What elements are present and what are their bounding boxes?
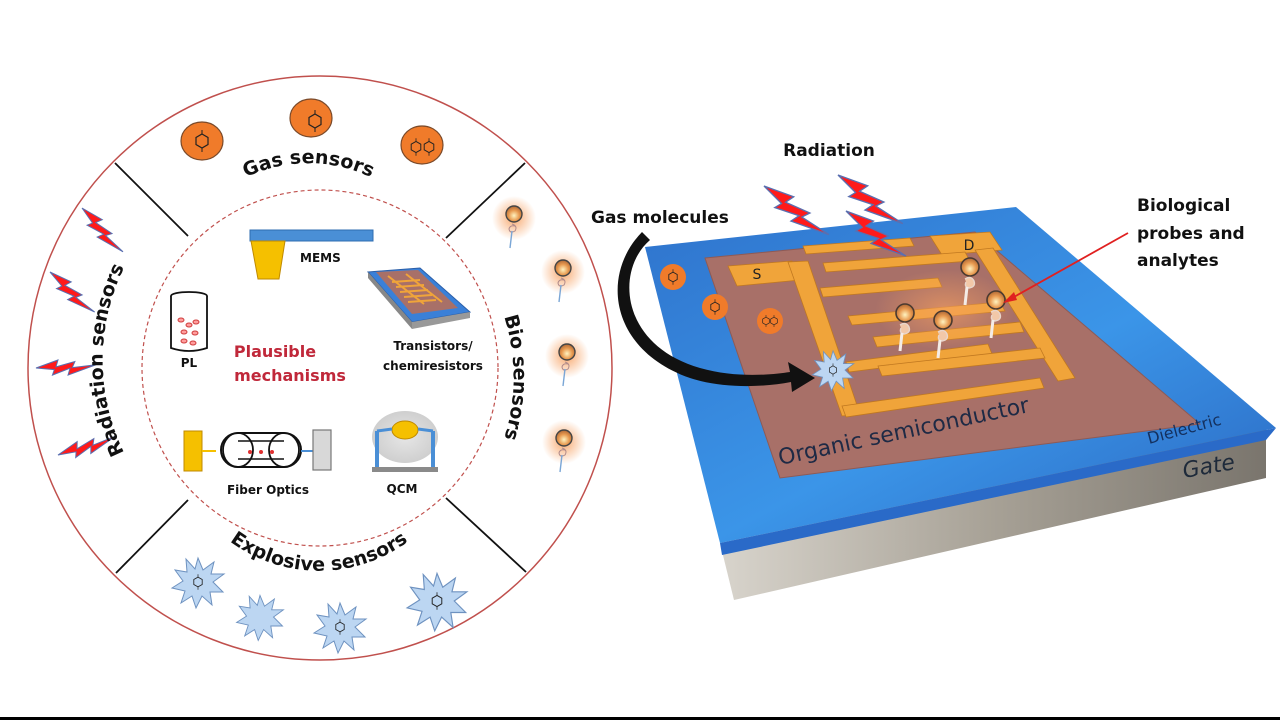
mems-icon <box>249 229 374 280</box>
gas-molecule-icon <box>702 294 728 320</box>
gas-flow-arrow <box>617 232 815 392</box>
lightning-icon <box>837 174 904 225</box>
center-title-line1: Plausible <box>234 342 316 361</box>
pl-cuvette-icon <box>170 291 208 352</box>
lightning-icon <box>763 185 830 236</box>
transistor-chip-icon <box>366 267 472 329</box>
bio-label-line3: analytes <box>1137 251 1219 271</box>
gas-molecule-icon <box>180 121 224 161</box>
source-label: S <box>753 267 762 283</box>
sensor-wheel: Gas sensors Radiation sensors Bio sensor… <box>27 75 613 661</box>
transistors-label-line2: chemiresistors <box>383 359 483 373</box>
gate-layer <box>720 428 1266 600</box>
gas-molecule-icon <box>400 125 444 165</box>
bottom-border <box>0 717 1280 720</box>
qcm-icon <box>372 411 438 472</box>
divider-line <box>115 499 189 574</box>
pointer-arrow <box>1004 232 1129 303</box>
drain-label: D <box>964 238 975 254</box>
mems-label: MEMS <box>300 251 341 265</box>
inner-dashed-ring <box>141 189 499 547</box>
gas-molecule-icon <box>660 264 686 290</box>
fiber-optics-icon <box>183 429 332 472</box>
center-title-line2: mechanisms <box>234 366 346 385</box>
bio-label-line2: probes and <box>1137 224 1245 244</box>
radiation-label: Radiation <box>783 141 875 161</box>
qcm-label: QCM <box>387 482 418 496</box>
fiber-optics-label: Fiber Optics <box>227 483 309 497</box>
gas-molecule-icon <box>289 98 333 138</box>
bio-label-line1: Biological <box>1137 196 1230 216</box>
mechanisms-center: MEMS PL Plausible mechanisms <box>170 229 483 497</box>
divider-line <box>445 162 526 239</box>
gas-molecules-label: Gas molecules <box>591 208 729 228</box>
divider-line <box>114 162 189 237</box>
pl-label: PL <box>181 356 198 370</box>
divider-line <box>445 497 527 573</box>
transistors-label-line1: Transistors/ <box>393 339 473 353</box>
gas-molecule-icon <box>757 308 783 334</box>
ofet-device-illustration: S D Radiation Gas molecules <box>591 141 1276 600</box>
